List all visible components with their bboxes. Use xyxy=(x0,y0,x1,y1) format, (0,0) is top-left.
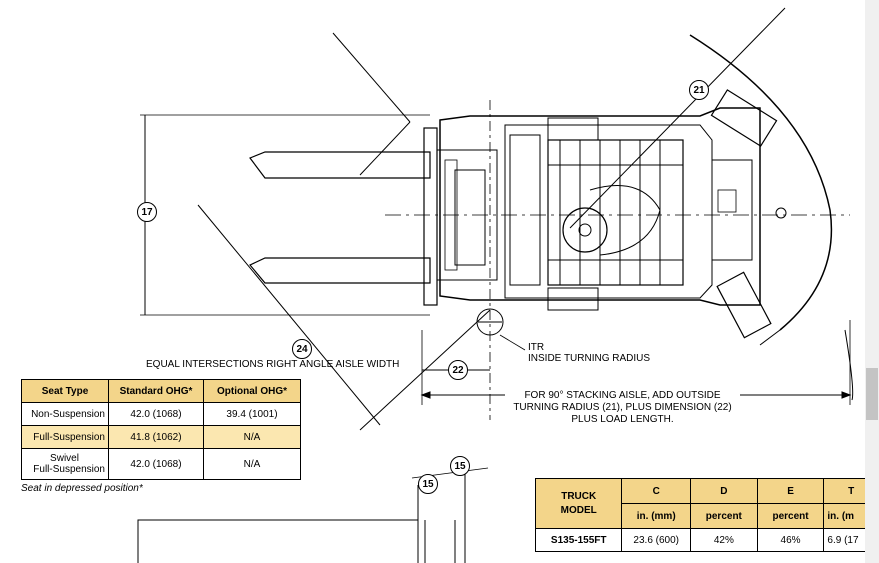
col-d-unit: percent xyxy=(689,503,758,529)
callout-15-left: 15 xyxy=(418,474,438,494)
seat-type-line1: Swivel xyxy=(50,453,79,464)
outside-turning-arc xyxy=(689,34,833,331)
seat-type-line2: Full-Suspension xyxy=(33,464,105,475)
dimension-21-line xyxy=(569,7,786,229)
standard-ohg-cell: 41.8 (1062) xyxy=(108,425,204,449)
inside-turning-radius-label: INSIDE TURNING RADIUS xyxy=(528,353,651,364)
seat-type-header: Seat Type xyxy=(21,379,109,403)
table-row: Swivel Full-Suspension 42.0 (1068) N/A xyxy=(21,448,301,480)
standard-ohg-header: Standard OHG* xyxy=(108,379,204,403)
standard-ohg-cell: 42.0 (1068) xyxy=(108,402,204,426)
vertical-scrollbar[interactable] xyxy=(865,0,879,563)
truck-model-cell: S135-155FT xyxy=(534,528,623,552)
lower-fork xyxy=(249,257,431,284)
optional-ohg-cell: N/A xyxy=(203,425,301,449)
optional-ohg-cell: 39.4 (1001) xyxy=(203,402,301,426)
truck-model-header-line2: MODEL xyxy=(560,504,597,516)
seat-type-cell: Non-Suspension xyxy=(21,402,109,426)
callout-22: 22 xyxy=(448,360,468,380)
seat-type-cell: Swivel Full-Suspension xyxy=(21,448,109,480)
aisle-width-label: EQUAL INTERSECTIONS RIGHT ANGLE AISLE WI… xyxy=(146,359,400,370)
callout-21: 21 xyxy=(689,80,709,100)
col-c-unit: in. (mm) xyxy=(621,503,691,529)
table-row: S135-155FT 23.6 (600) 42% 46% 6.9 (17 xyxy=(534,528,879,552)
callout-15-right: 15 xyxy=(450,456,470,476)
upper-fork xyxy=(249,151,431,179)
callout-24: 24 xyxy=(292,339,312,359)
front-wheel-right xyxy=(547,287,599,311)
itr-label: ITR xyxy=(528,342,545,353)
col-d-cell: 42% xyxy=(689,528,758,552)
steering-wheel xyxy=(562,207,608,253)
optional-ohg-cell: N/A xyxy=(203,448,301,480)
stacking-aisle-note-line1: FOR 90° STACKING AISLE, ADD OUTSIDE xyxy=(505,390,740,402)
seat-footnote: Seat in depressed position* xyxy=(21,483,143,494)
col-d-header: D xyxy=(689,478,758,504)
rear-wheel-upper xyxy=(710,89,778,147)
table-row: Non-Suspension 42.0 (1068) 39.4 (1001) xyxy=(21,402,301,426)
callout-17: 17 xyxy=(137,202,157,222)
seat-height-table: Seat Type Standard OHG* Optional OHG* No… xyxy=(21,379,301,480)
optional-ohg-header: Optional OHG* xyxy=(203,379,301,403)
col-e-cell: 46% xyxy=(756,528,825,552)
front-wheel-left xyxy=(547,117,599,141)
col-e-header: E xyxy=(756,478,825,504)
truck-spec-table: TRUCK MODEL C D E T in. (mm) percent per… xyxy=(534,478,879,552)
scrollbar-thumb[interactable] xyxy=(866,368,878,420)
stacking-aisle-note-line3: PLUS LOAD LENGTH. xyxy=(571,414,674,425)
truck-model-header: TRUCK MODEL xyxy=(534,478,623,529)
truck-chassis xyxy=(439,107,761,306)
col-c-header: C xyxy=(621,478,691,504)
stacking-aisle-note-line2: TURNING RADIUS (21), PLUS DIMENSION (22) xyxy=(513,402,732,413)
dimension-24-line xyxy=(197,204,381,426)
col-c-cell: 23.6 (600) xyxy=(621,528,691,552)
overhead-guard xyxy=(547,139,684,286)
col-e-unit: percent xyxy=(756,503,825,529)
rear-wheel-lower xyxy=(716,271,772,339)
truck-model-header-line1: TRUCK xyxy=(561,490,597,502)
table-row: Full-Suspension 41.8 (1062) N/A xyxy=(21,425,301,449)
seat-type-cell: Full-Suspension xyxy=(21,425,109,449)
standard-ohg-cell: 42.0 (1068) xyxy=(108,448,204,480)
